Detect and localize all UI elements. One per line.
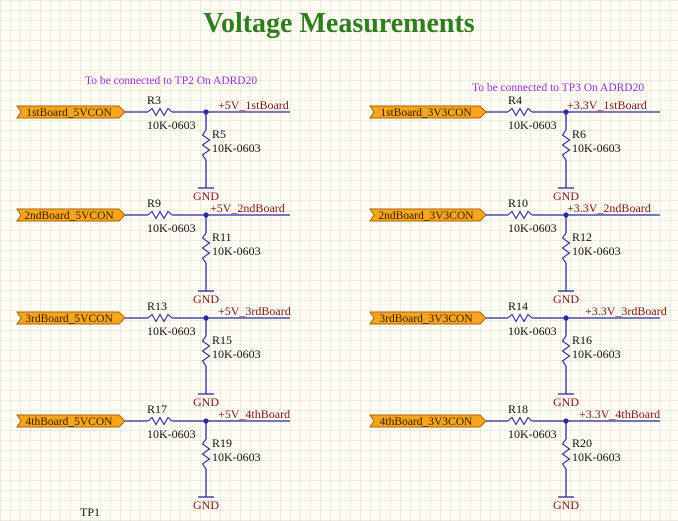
designator-bottom-left-3: R15	[212, 333, 232, 347]
value-top-right-1: 10K-0603	[508, 118, 557, 132]
value-top-left-3: 10K-0603	[147, 324, 196, 338]
net-label-left-3: +5V_3rdBoard	[218, 304, 291, 318]
net-label-right-1: +3.3V_1stBoard	[567, 98, 647, 112]
port-connector-right-3	[369, 311, 487, 325]
gnd-label-left-3: GND	[193, 395, 219, 409]
designator-top-left-1: R3	[147, 93, 161, 107]
resistor-top-left-1	[147, 107, 173, 117]
value-top-left-1: 10K-0603	[147, 118, 196, 132]
value-top-right-4: 10K-0603	[508, 427, 557, 441]
resistor-bottom-left-2	[201, 232, 211, 264]
resistor-bottom-left-1	[201, 129, 211, 161]
designator-bottom-left-2: R11	[212, 230, 232, 244]
value-top-right-3: 10K-0603	[508, 324, 557, 338]
port-label-right-4: 4thBoard_3V3CON	[380, 416, 473, 428]
value-bottom-left-3: 10K-0603	[212, 347, 261, 361]
resistor-top-right-2	[507, 210, 533, 220]
value-bottom-right-3: 10K-0603	[572, 347, 621, 361]
port-label-right-2: 2ndBoard_3V3CON	[378, 210, 474, 222]
value-bottom-left-4: 10K-0603	[212, 450, 261, 464]
resistor-bottom-right-2	[561, 232, 571, 264]
net-label-right-3: +3.3V_3rdBoard	[585, 304, 667, 318]
resistor-bottom-right-1	[561, 129, 571, 161]
gnd-label-right-2: GND	[553, 292, 579, 306]
designator-top-left-2: R9	[147, 196, 161, 210]
resistor-bottom-left-4	[201, 438, 211, 470]
schematic-title: Voltage Measurements	[203, 8, 475, 39]
resistor-top-left-4	[147, 416, 173, 426]
designator-top-right-1: R4	[508, 93, 522, 107]
port-label-left-4: 4thBoard_5VCON	[26, 416, 114, 428]
port-connector-left-2	[16, 208, 126, 222]
port-connector-left-4	[16, 414, 126, 428]
resistor-bottom-right-4	[561, 438, 571, 470]
resistor-top-right-3	[507, 313, 533, 323]
net-label-right-2: +3.3V_2ndBoard	[567, 201, 651, 215]
value-bottom-right-4: 10K-0603	[572, 450, 621, 464]
gnd-label-left-2: GND	[193, 292, 219, 306]
resistor-bottom-right-3	[561, 335, 571, 367]
note-left: To be connected to TP2 On ADRD20	[85, 75, 257, 87]
designator-bottom-right-2: R12	[572, 230, 592, 244]
value-top-right-2: 10K-0603	[508, 221, 557, 235]
port-connector-right-4	[369, 414, 487, 428]
port-label-left-2: 2ndBoard_5VCON	[24, 210, 114, 222]
tp1-label: TP1	[80, 505, 100, 519]
net-label-right-4: +3.3V_4thBoard	[579, 407, 660, 421]
value-bottom-left-1: 10K-0603	[212, 141, 261, 155]
designator-bottom-right-1: R6	[572, 127, 586, 141]
port-connector-left-1	[16, 105, 126, 119]
value-top-left-2: 10K-0603	[147, 221, 196, 235]
resistor-top-right-1	[507, 107, 533, 117]
resistor-bottom-left-3	[201, 335, 211, 367]
gnd-label-right-4: GND	[553, 498, 579, 512]
designator-bottom-left-4: R19	[212, 436, 232, 450]
designator-bottom-right-4: R20	[572, 436, 592, 450]
net-label-left-4: +5V_4thBoard	[218, 407, 290, 421]
gnd-label-left-1: GND	[193, 189, 219, 203]
designator-top-right-4: R18	[508, 402, 528, 416]
net-label-left-2: +5V_2ndBoard	[210, 201, 285, 215]
designator-bottom-left-1: R5	[212, 127, 226, 141]
port-label-right-1: 1stBoard_3V3CON	[380, 107, 472, 119]
resistor-top-left-3	[147, 313, 173, 323]
gnd-label-right-1: GND	[553, 189, 579, 203]
port-label-left-1: 1stBoard_5VCON	[26, 107, 112, 119]
port-connector-right-2	[369, 208, 487, 222]
port-connector-right-1	[369, 105, 487, 119]
port-label-right-3: 3rdBoard_3V3CON	[379, 313, 473, 325]
value-bottom-right-1: 10K-0603	[572, 141, 621, 155]
designator-top-right-2: R10	[508, 196, 528, 210]
port-connector-left-3	[16, 311, 126, 325]
value-bottom-right-2: 10K-0603	[572, 244, 621, 258]
designator-top-left-3: R13	[147, 299, 167, 313]
note-right: To be connected to TP3 On ADRD20	[472, 82, 644, 94]
designator-top-right-3: R14	[508, 299, 528, 313]
designator-top-left-4: R17	[147, 402, 167, 416]
resistor-top-right-4	[507, 416, 533, 426]
designator-bottom-right-3: R16	[572, 333, 592, 347]
gnd-label-right-3: GND	[553, 395, 579, 409]
gnd-label-left-4: GND	[193, 498, 219, 512]
resistor-top-left-2	[147, 210, 173, 220]
value-bottom-left-2: 10K-0603	[212, 244, 261, 258]
port-label-left-3: 3rdBoard_5VCON	[25, 313, 113, 325]
net-label-left-1: +5V_1stBoard	[218, 98, 289, 112]
value-top-left-4: 10K-0603	[147, 427, 196, 441]
